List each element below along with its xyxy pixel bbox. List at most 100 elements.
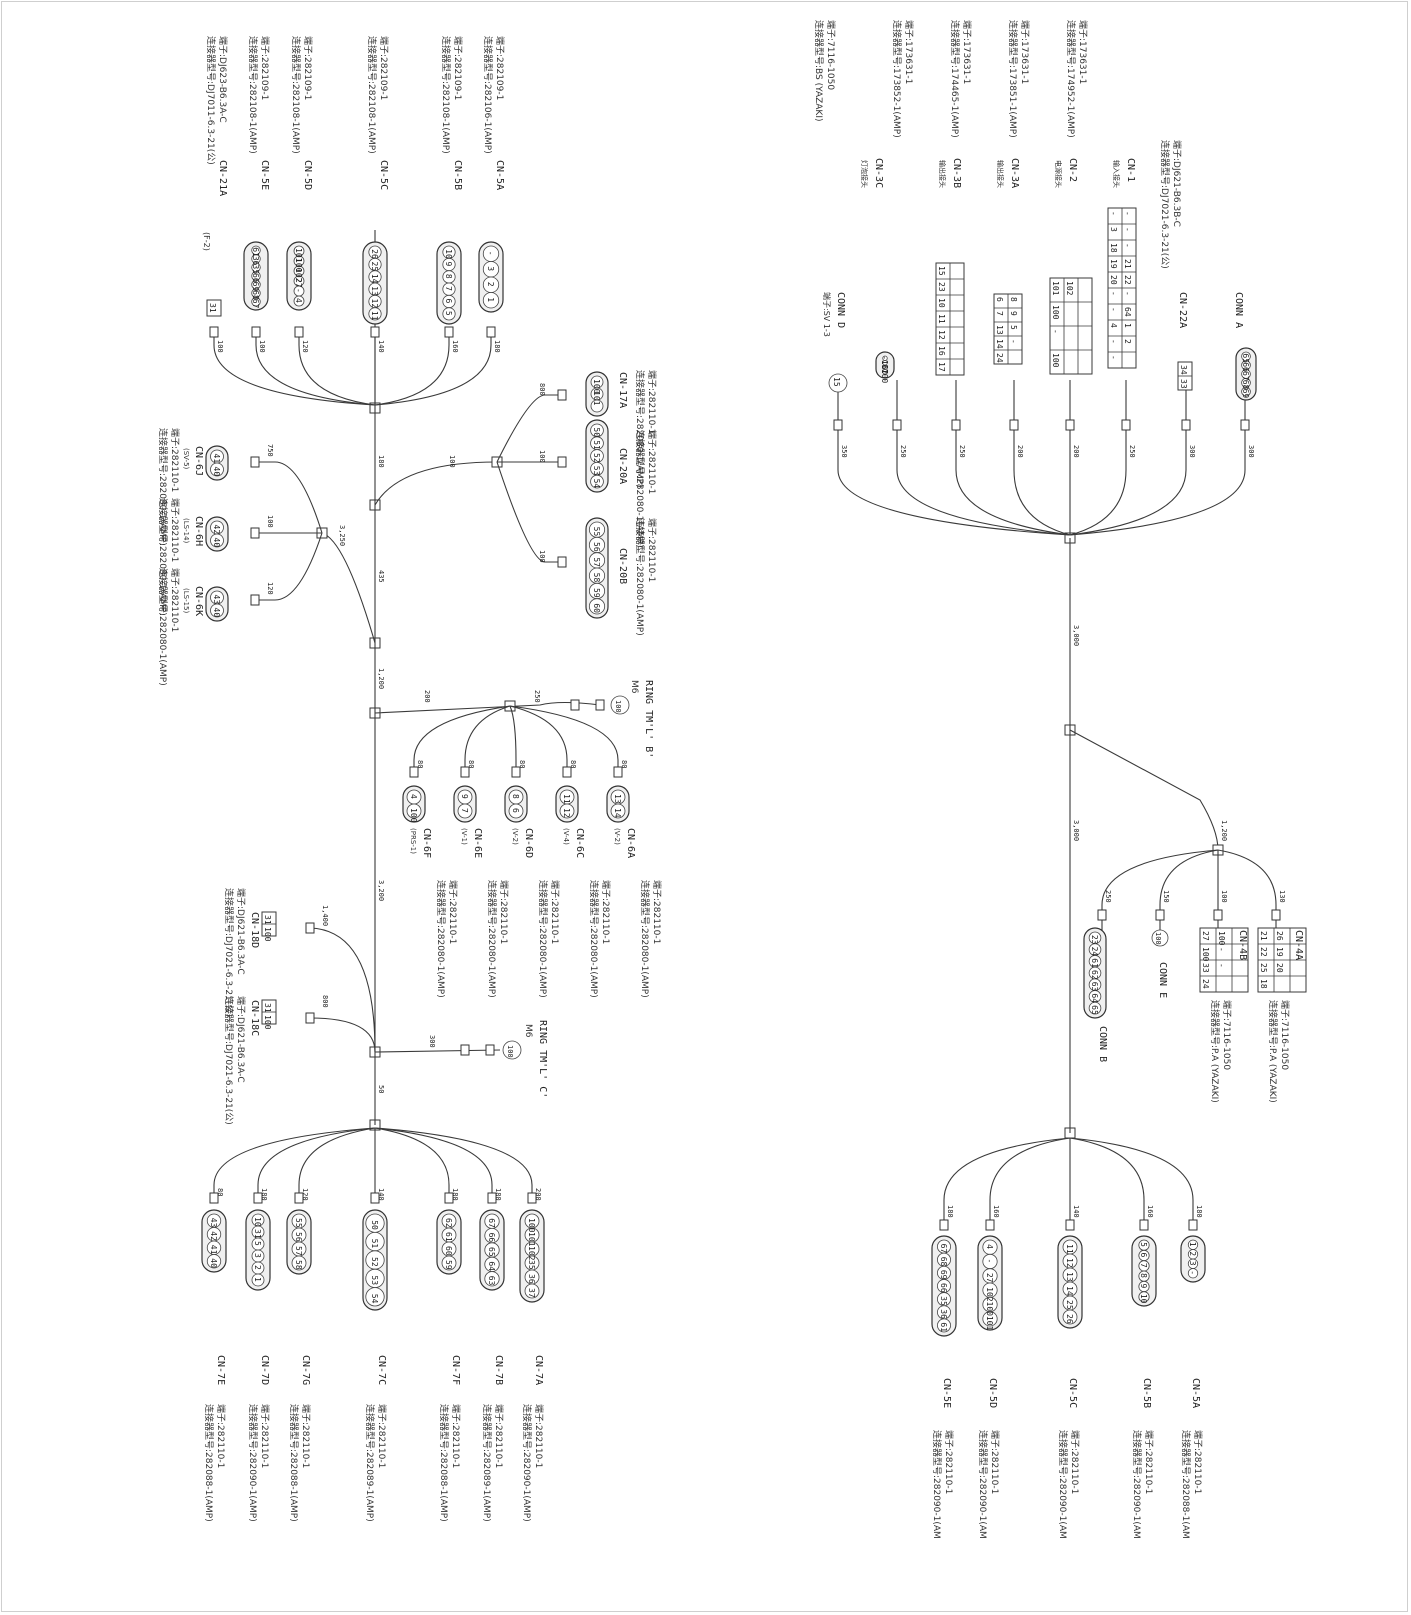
pin-number: 25 bbox=[370, 262, 379, 272]
wire-sleeve bbox=[485, 1044, 495, 1056]
pin-number: 15 bbox=[937, 266, 946, 276]
connector-cn-7a bbox=[519, 1209, 545, 1303]
connector-note: 电源接头 bbox=[1054, 160, 1063, 188]
terminal-part-number: 端子:282110-1 bbox=[493, 1404, 505, 1468]
part-number: 连接器型号:282080-1(AMP) bbox=[157, 498, 169, 616]
wire-sleeve bbox=[833, 419, 843, 431]
connector-name: CN-5D bbox=[987, 1378, 998, 1408]
connector-spec-cn-3a: 连接器型号:174465-1(AMP)端子:173631-1 bbox=[949, 20, 973, 138]
wire-length: 250 bbox=[533, 690, 541, 703]
connector-name: CN-5C bbox=[1067, 1378, 1078, 1408]
connector-spec-cn-20b: 连接器型号:282080-1(AMP)端子:282110-1 bbox=[634, 518, 658, 636]
pin-number: 100 bbox=[614, 700, 622, 713]
connector-spec-cn-7g: 连接器型号:282088-1(AMP)端子:282110-1 bbox=[288, 1404, 312, 1522]
connector-name: CN-22A bbox=[1177, 292, 1188, 328]
branch-wire bbox=[255, 330, 376, 406]
connector-note: 输入接头 bbox=[1112, 160, 1121, 188]
connector-spec-cn-7b: 连接器型号:282089-1(AMP)端子:282110-1 bbox=[481, 1404, 505, 1522]
connector-note: 输出接头 bbox=[938, 160, 947, 188]
pin-number: 11 bbox=[562, 794, 571, 804]
wire-length: 180 bbox=[377, 455, 385, 468]
connector-cn-20a bbox=[585, 419, 609, 493]
connector-name: CN-6H bbox=[193, 516, 204, 546]
connector-spec-cn-3b: 连接器型号:173852-1(AMP)端子:173631-1 bbox=[891, 20, 915, 138]
pin-number: 101 bbox=[592, 391, 601, 406]
pin-number: 26 bbox=[1275, 931, 1284, 941]
pin-number: 65 bbox=[487, 1247, 496, 1257]
wire-sleeve bbox=[1181, 419, 1191, 431]
pin-number: 10 bbox=[1139, 1294, 1148, 1304]
part-number: 连接器型号:174952-1(AMP) bbox=[1065, 20, 1077, 138]
pin bbox=[365, 1287, 385, 1307]
wire-length: 300 bbox=[428, 1035, 436, 1048]
connector-note: 灯泡接头 bbox=[860, 160, 869, 188]
branch-wire bbox=[374, 1127, 493, 1198]
pin-number: 40 bbox=[212, 467, 221, 477]
pin-number: 56 bbox=[294, 1232, 303, 1242]
connector-name: CN-7F bbox=[450, 1355, 461, 1385]
pin-number: 102 bbox=[1065, 281, 1074, 296]
wire-sleeve bbox=[1213, 909, 1223, 921]
connector-name: CN-20B bbox=[617, 548, 628, 584]
pin-number: 61 bbox=[939, 1322, 948, 1332]
pin-number: 9 bbox=[444, 262, 453, 267]
pin-number: 23 bbox=[1090, 935, 1099, 945]
wire-length: 100 bbox=[216, 340, 224, 353]
pin-number: 21 bbox=[1259, 931, 1268, 941]
connector-name: CN-4B bbox=[1237, 930, 1248, 960]
wire-sleeve bbox=[305, 922, 315, 934]
part-number: 连接器型号:282080-1(AMP) bbox=[634, 430, 646, 548]
pin-number: 11 bbox=[370, 311, 379, 321]
pin-number: 3 bbox=[253, 1253, 262, 1258]
connector-cn-6h bbox=[205, 516, 229, 552]
part-number: 连接器型号:282089-1(AMP) bbox=[481, 1404, 493, 1522]
terminal-part-number: 端子:282110-1 bbox=[215, 1404, 227, 1468]
pin-number: 42 bbox=[209, 1231, 218, 1241]
connector-cn-3b bbox=[935, 262, 965, 376]
pin-number: - bbox=[1109, 211, 1118, 216]
terminal-part-number: 端子:173631-1 bbox=[1019, 20, 1031, 84]
part-number: 连接器型号:282090-1(AM bbox=[931, 1430, 943, 1539]
connector-cn-5b-b bbox=[436, 241, 462, 325]
connector-name: CN-6J bbox=[193, 446, 204, 476]
connector-name: CN-2 bbox=[1067, 158, 1078, 182]
pin-number: 57 bbox=[294, 1246, 303, 1256]
wire-length: 3,000 bbox=[1072, 820, 1080, 841]
terminal-part-number: 端子:282110-1 bbox=[376, 1404, 388, 1468]
wire-sleeve bbox=[557, 556, 567, 568]
wire-length: 140 bbox=[377, 340, 385, 353]
branch-wire bbox=[374, 330, 450, 406]
part-number: 连接器型号:282080-1(AMP) bbox=[639, 880, 651, 998]
wire-length: 130 bbox=[1278, 890, 1286, 903]
wire-length: 300 bbox=[1247, 445, 1255, 458]
pin-number: 20 bbox=[1275, 963, 1284, 973]
pin-number: 12 bbox=[370, 299, 379, 309]
connector-name: CN-1 bbox=[1125, 158, 1136, 182]
pin-number: 14 bbox=[1065, 1286, 1074, 1296]
wire-sleeve bbox=[1121, 419, 1131, 431]
pin-number: 102 bbox=[527, 1246, 536, 1261]
part-number: 连接器型号:282108-1(AMP) bbox=[290, 36, 302, 154]
connector-spec-cn-7e: 连接器型号:282088-1(AMP)端子:282110-1 bbox=[203, 1404, 227, 1522]
connector-name: CN-4A bbox=[1293, 930, 1304, 960]
wire-length: 120 bbox=[266, 582, 274, 595]
terminal-part-number: 端子:282109-1 bbox=[378, 36, 390, 100]
wire-sleeve bbox=[1240, 419, 1250, 431]
connector-cn-5e-b bbox=[243, 241, 269, 311]
terminal-part-number: 端子:282110-1 bbox=[646, 518, 658, 582]
terminal-part-number: 端子:173631-1 bbox=[903, 20, 915, 84]
pin-number: 60 bbox=[592, 603, 601, 613]
terminal-part-number: 端子:282110-1 bbox=[450, 1404, 462, 1468]
wire-sleeve bbox=[985, 1219, 995, 1231]
pin bbox=[206, 1254, 222, 1269]
pin-number: 66 bbox=[939, 1283, 948, 1293]
pin-number: - bbox=[1123, 243, 1132, 248]
wire-length: 180 bbox=[493, 340, 501, 353]
wire-length: 160 bbox=[451, 340, 459, 353]
connector-name: CN-6D bbox=[523, 828, 534, 858]
pin-number: 37 bbox=[527, 1288, 536, 1298]
wire-length: 80 bbox=[620, 760, 628, 768]
connector-note: (SV-5) bbox=[182, 448, 190, 470]
connector-cn-4b bbox=[1199, 927, 1249, 993]
connector-spec-cn-6a: 连接器型号:282080-1(AMP)端子:282110-1 bbox=[639, 880, 663, 998]
